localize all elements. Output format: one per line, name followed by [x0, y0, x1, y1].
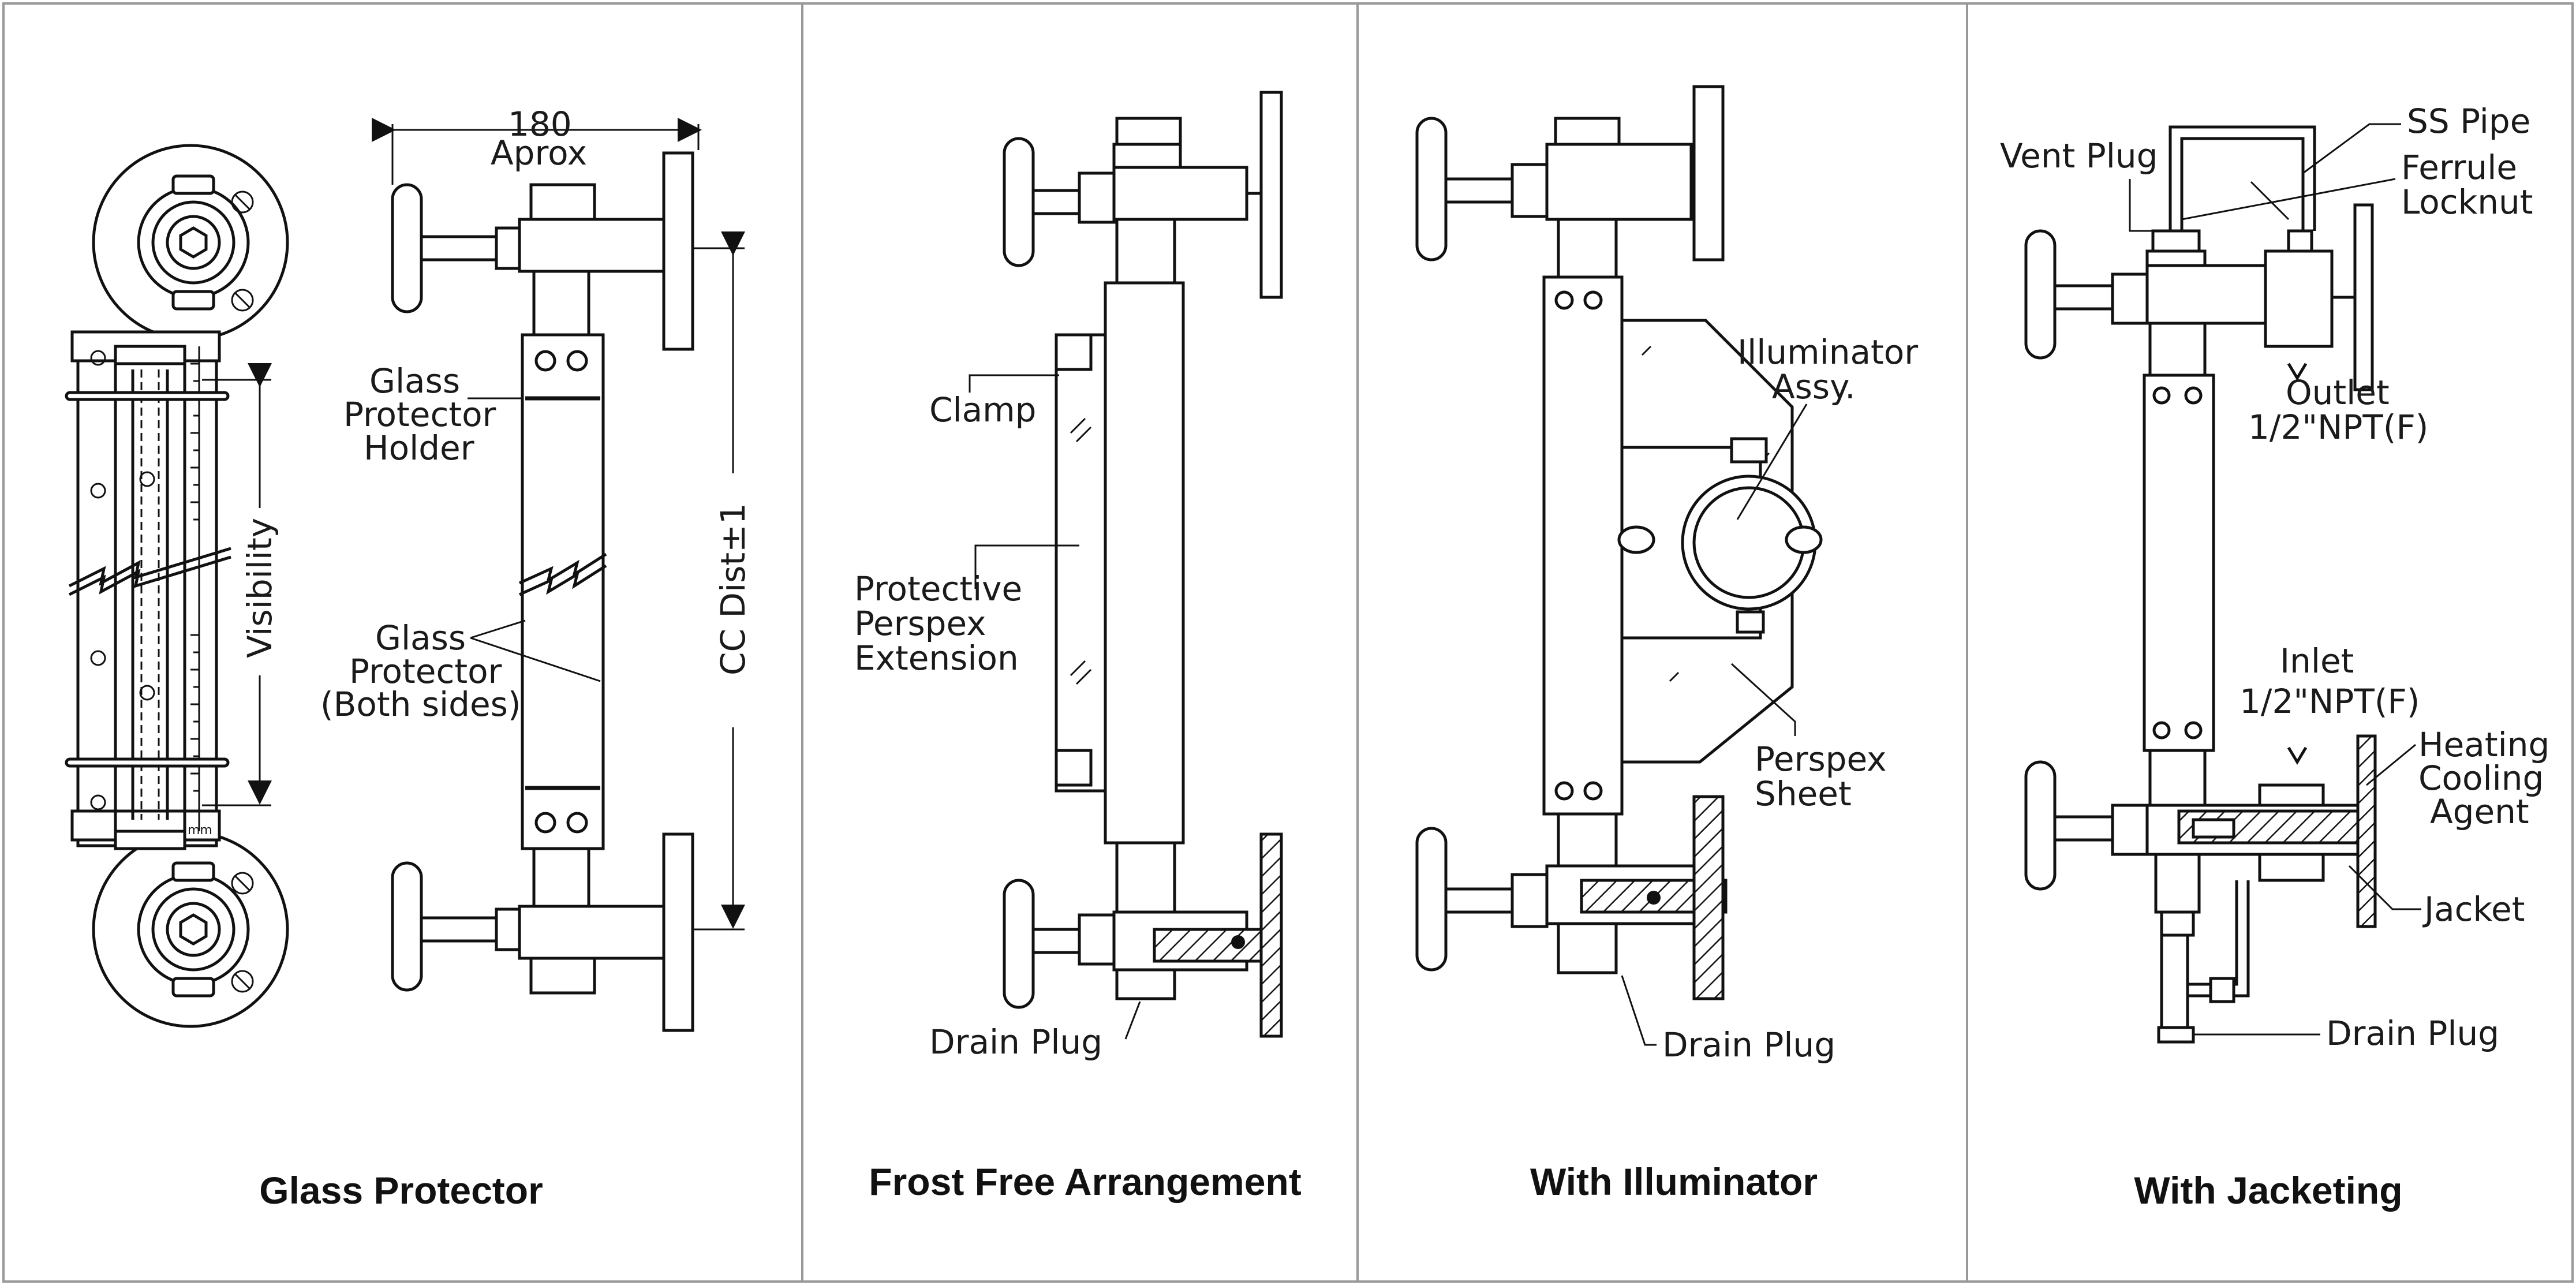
panel-frost-free: Clamp Protective Perspex Extension Drain… — [854, 91, 1302, 1203]
ferrule-label-2: Locknut — [2401, 182, 2533, 222]
cc-dist-label: CC Dist±1 — [713, 503, 753, 675]
side-view-gauge: 180 Aprox CC Dist±1 — [372, 104, 753, 1032]
holder-label-1: Glass — [369, 361, 460, 401]
outlet-label-2: 1/2"NPT(F) — [2248, 408, 2428, 447]
front-view-gauge: mm Visibility — [65, 144, 289, 1028]
panel-with-jacketing: SS Pipe Vent Plug Ferrule Locknut Outlet… — [2000, 102, 2549, 1212]
heating-label-1: Heating — [2418, 725, 2549, 764]
handwheel-top-icon — [1003, 137, 1035, 267]
handwheel-top-icon — [391, 183, 423, 313]
valve-wheel-top-icon — [137, 174, 254, 312]
jacket-label: Jacket — [2422, 890, 2525, 929]
perspex-label-2: Perspex — [854, 604, 986, 643]
handwheel-top-icon — [2024, 229, 2057, 360]
holder-label-2: Protector — [343, 395, 496, 434]
heating-label-2: Cooling — [2418, 759, 2544, 798]
caption-with-jacketing: With Jacketing — [2134, 1169, 2402, 1212]
caption-glass-protector: Glass Protector — [259, 1169, 543, 1212]
dim-aprox-label: Aprox — [491, 133, 587, 173]
valve-wheel-bottom-icon — [137, 861, 254, 998]
handwheel-bottom-icon — [1415, 827, 1448, 972]
perspex-sheet-label-2: Sheet — [1755, 774, 1852, 813]
panel-with-illuminator: Illuminator Assy. Perspex Sheet Drain Pl… — [1415, 85, 1918, 1203]
drain-plug-label: Drain Plug — [2326, 1014, 2499, 1053]
handwheel-top-icon — [1415, 117, 1448, 262]
visibility-label: Visibility — [240, 518, 279, 658]
dim-180-label: 180 — [508, 104, 572, 144]
holder-callout: Glass Protector Holder — [343, 361, 522, 468]
illuminator-label-2: Assy. — [1772, 367, 1856, 406]
illuminator-label-1: Illuminator — [1737, 333, 1918, 372]
panel-glass-protector: mm Visibility 180 Aprox — [65, 104, 753, 1212]
drain-plug-label: Drain Plug — [1662, 1025, 1835, 1064]
inlet-label-1: Inlet — [2280, 641, 2354, 681]
outlet-label-1: Outlet — [2286, 373, 2390, 412]
protector-label-1: Glass — [375, 618, 466, 658]
handwheel-bottom-icon — [1003, 879, 1035, 1009]
clamp-label: Clamp — [929, 390, 1036, 429]
vent-plug-label: Vent Plug — [2000, 136, 2158, 175]
caption-with-illuminator: With Illuminator — [1530, 1160, 1818, 1203]
perspex-label-3: Extension — [854, 638, 1019, 678]
heating-label-3: Agent — [2430, 792, 2529, 831]
drain-plug-label: Drain Plug — [929, 1022, 1102, 1062]
scale-unit-label: mm — [188, 823, 212, 838]
handwheel-bottom-icon — [2024, 760, 2057, 891]
handwheel-bottom-icon — [391, 861, 423, 992]
perspex-label-1: Protective — [854, 569, 1022, 608]
ferrule-label-1: Ferrule — [2401, 148, 2517, 187]
protector-callout: Glass Protector (Both sides) — [320, 618, 601, 724]
inlet-label-2: 1/2"NPT(F) — [2239, 682, 2420, 721]
visibility-scale: mm — [188, 346, 212, 838]
caption-frost-free: Frost Free Arrangement — [869, 1160, 1301, 1203]
protector-label-3: (Both sides) — [320, 685, 521, 724]
protector-label-2: Protector — [349, 652, 502, 691]
holder-label-3: Holder — [364, 428, 474, 468]
ss-pipe-label: SS Pipe — [2407, 102, 2530, 141]
perspex-sheet-label-1: Perspex — [1755, 739, 1886, 779]
